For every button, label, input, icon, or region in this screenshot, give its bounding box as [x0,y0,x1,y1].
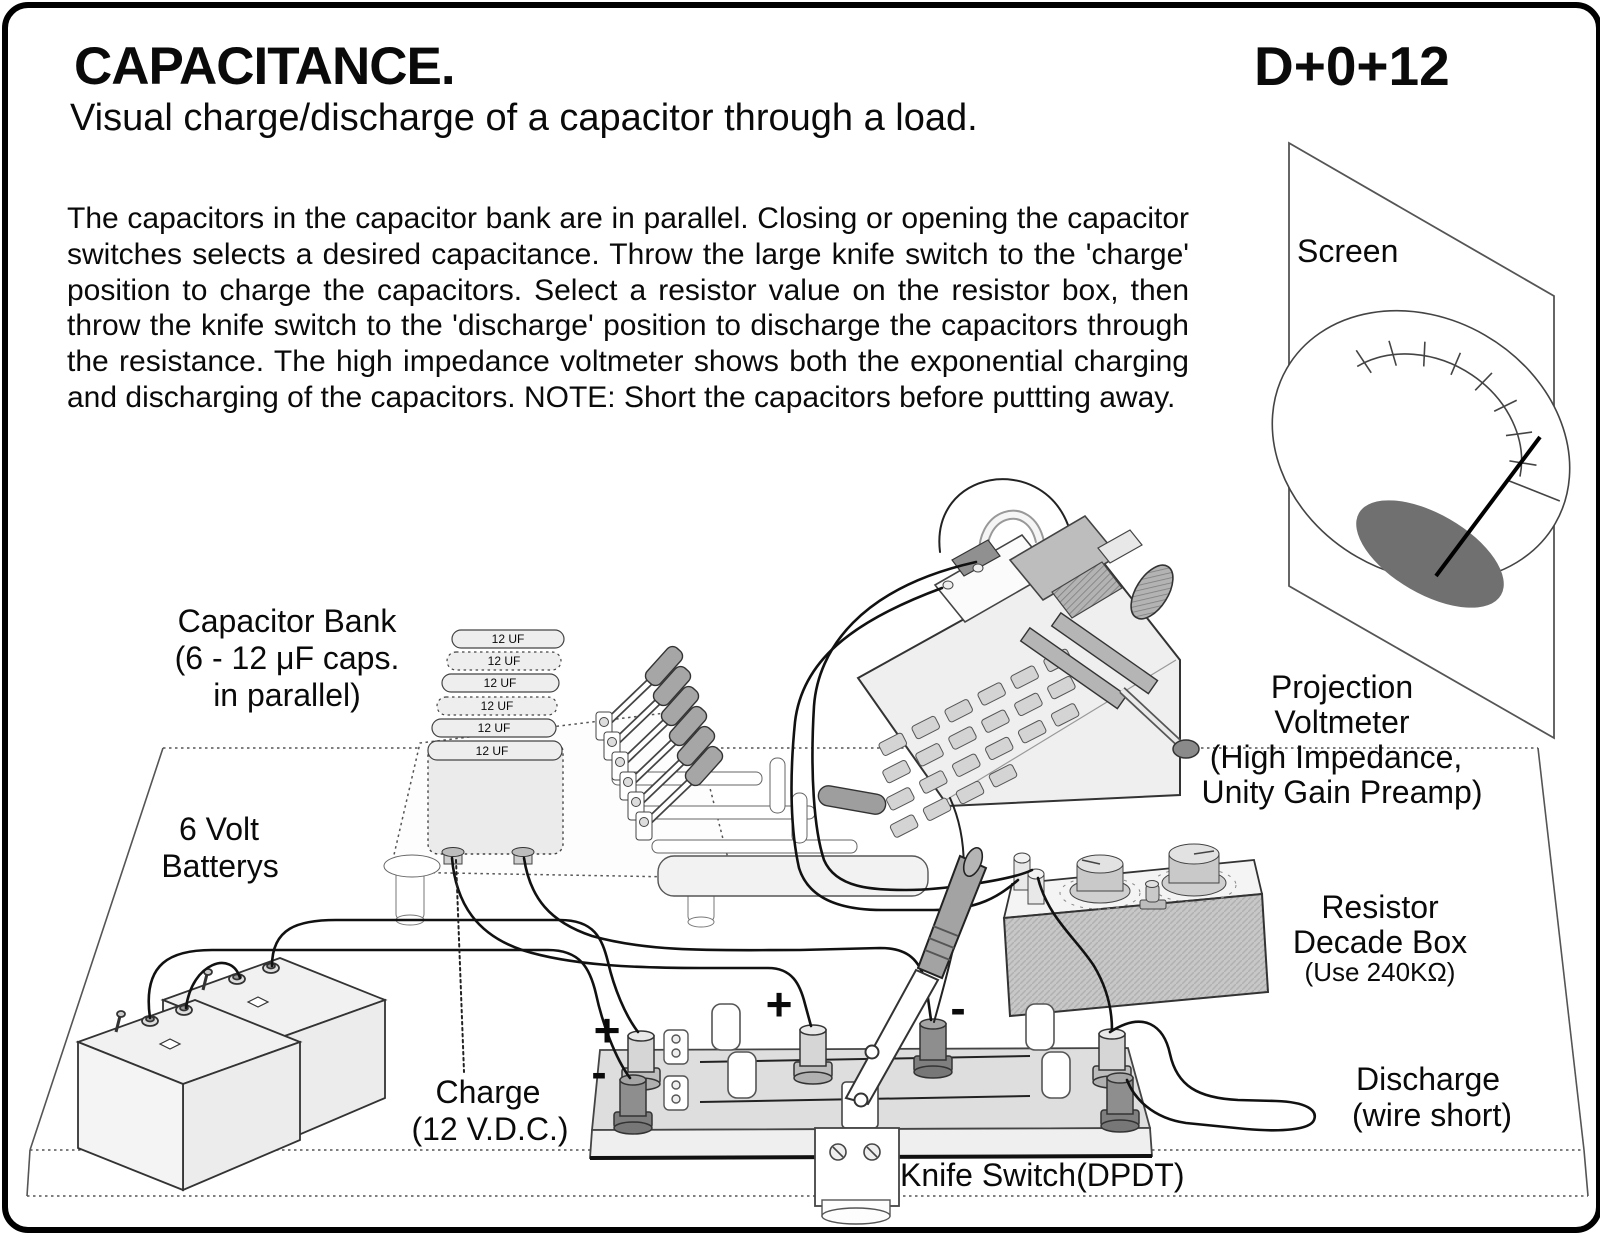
table [26,747,1589,1197]
contact-tab [663,1075,689,1111]
switch-jaw [1025,1003,1055,1051]
galvanometer-flap [1051,561,1123,619]
meter-needle [1434,435,1542,578]
minus-sign: - [591,1046,606,1098]
meter-shadow [1356,500,1504,608]
capacitor-value-label: 12 UF [492,632,525,646]
discharge-label: Discharge [1356,1061,1500,1097]
capacitor-value-label: 12 UF [476,744,509,758]
capacitor-bank-label: (6 - 12 μF caps. [175,640,400,676]
switch-handle [817,785,887,815]
switch-terminals [613,1018,1140,1135]
voltmeter-lead-b [811,560,1034,892]
hidden-wire [455,859,465,1073]
plus-sign: + [766,978,793,1030]
resistor-box-label: Resistor [1321,889,1439,925]
capacitor-wire-b [522,856,933,1022]
capacitor: 12 UF [451,629,565,649]
voltmeter-label: Projection [1271,669,1413,705]
knife-switch-label: Knife Switch(DPDT) [900,1157,1185,1193]
voltmeter-label: Voltmeter [1274,704,1410,740]
capacitor: 12 UF [436,696,558,716]
projection-voltmeter-device [856,478,1200,838]
cap-switch [611,685,700,781]
vent-slat [1019,626,1128,710]
battery-negative-wire [147,948,632,1080]
switch-jaw [727,1051,757,1099]
battery-jumper-wire [184,961,242,1010]
cap-switch [619,705,708,801]
switch-jaw [711,1003,741,1051]
knife-switch-lever [841,846,988,1129]
capacitor-bank-label: in parallel) [213,677,361,713]
cap-switch [603,665,692,761]
projector-lens [1130,564,1174,620]
leg-foot [1172,739,1200,759]
resistor-box-label: Decade Box [1293,924,1467,960]
capacitor: 12 UF [431,718,557,738]
resistor-knob [1059,854,1141,910]
resistor-wire [1036,876,1114,1032]
capacitor-value-label: 12 UF [484,676,517,690]
discharge-label: (wire short) [1352,1097,1512,1133]
screen-label: Screen [1297,233,1398,269]
resistor-decade-box [1002,843,1270,1018]
module-connector [951,539,1001,577]
subtitle: Visual charge/discharge of a capacitor t… [70,97,978,139]
meter-scale [1355,340,1561,502]
batteries [75,957,388,1192]
cap-switch [627,725,716,821]
description-paragraph: The capacitors in the capacitor bank are… [67,202,1189,414]
capacitor-value-label: 12 UF [481,699,514,713]
capacitor: 12 UF [441,673,560,693]
capacitor: 12 UF [446,651,562,671]
resistor-knob [1151,843,1237,903]
switch-jaw [1041,1051,1071,1099]
minus-sign: - [950,982,965,1034]
voltmeter-keypad [878,648,1080,838]
demo-code: D+0+12 [1254,35,1450,97]
charge-label: Charge [436,1074,541,1110]
platform-foot [383,854,441,878]
charge-label: (12 V.D.C.) [411,1111,568,1147]
meter-face [1271,309,1571,583]
contact-tab [663,1029,689,1065]
discharge-short-wire [1108,1020,1317,1132]
capacitor: 12 UF [427,740,563,761]
batteries-label: 6 Volt [179,811,259,847]
projection-screen: Screen [1271,141,1571,740]
voltmeter-label: Unity Gain Preamp) [1202,774,1483,810]
battery-positive-wire [270,918,640,1034]
voltmeter-label: (High Impedance, [1210,739,1463,775]
capacitor-bank-label: Capacitor Bank [178,603,398,639]
range-switch [1139,880,1167,910]
terminal-block [814,1127,900,1225]
cap-switch [595,645,684,741]
capacitor-switches [595,645,929,897]
diagram-labels: Capacitor Bank (6 - 12 μF caps. in paral… [161,603,1512,1193]
vent-slat [1050,611,1159,695]
capacitor-value-label: 12 UF [488,654,521,668]
page-title: CAPACITANCE. [74,37,456,96]
battery-front [75,999,303,1192]
batteries-label: Batterys [161,848,278,884]
box-front [1002,892,1270,1018]
cap-switch [635,745,724,841]
capacitor-wire-a [450,856,813,1028]
lever-handle [916,854,988,980]
capacitor-stack: 12 UF 12 UF 12 UF 12 UF 12 UF 12 UF [427,629,565,865]
plus-sign: + [594,1004,621,1056]
capacitor-bank: 12 UF 12 UF 12 UF 12 UF 12 UF 12 UF [383,629,929,928]
resistor-box-label: (Use 240KΩ) [1305,957,1456,987]
capacitor-value-label: 12 UF [478,721,511,735]
